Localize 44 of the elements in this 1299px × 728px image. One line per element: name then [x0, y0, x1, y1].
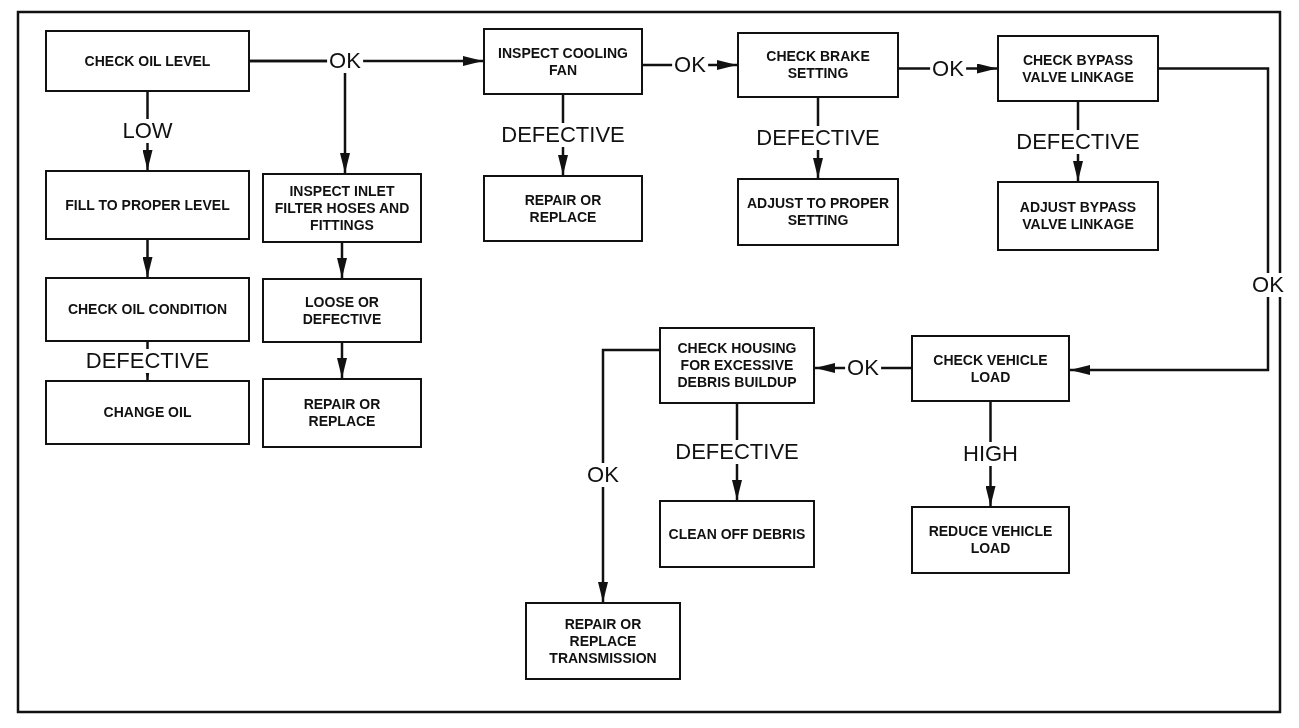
- process-box: [997, 181, 1159, 251]
- arrow: [337, 243, 347, 278]
- arrow: [598, 348, 659, 602]
- step-text: LOOSE OR DEFECTIVE: [301, 293, 383, 328]
- process-box: [911, 335, 1070, 402]
- step-text: CHECK HOUSING FOR EXCESSIVE DEBRIS BUILDUP: [676, 340, 798, 391]
- process-box: [45, 380, 250, 445]
- edge-label: OK: [585, 463, 621, 487]
- process-box: [45, 30, 250, 92]
- arrow: [337, 343, 347, 378]
- process-box: [659, 327, 815, 404]
- process-box: [45, 170, 250, 240]
- edge-label: HIGH: [961, 442, 1020, 466]
- process-box: [659, 500, 815, 568]
- step-text: INSPECT INLET FILTER HOSES AND FITTINGS: [273, 182, 411, 234]
- step-text: CHECK OIL LEVEL: [84, 52, 211, 70]
- process-box: [262, 173, 422, 243]
- step-text: CHECK OIL CONDITION: [67, 301, 228, 318]
- process-box: [997, 35, 1159, 102]
- process-box: [262, 378, 422, 448]
- step-text: CHECK VEHICLE LOAD: [932, 351, 1049, 386]
- process-box: [737, 32, 899, 98]
- step-text: CHECK BYPASS VALVE LINKAGE: [1021, 51, 1135, 86]
- process-box: [525, 602, 681, 680]
- step-text: CHANGE OIL: [103, 404, 192, 421]
- edge-label: OK: [1250, 273, 1286, 297]
- step-text: INSPECT COOLING FAN: [497, 44, 629, 79]
- step-text: CHECK BRAKE SETTING: [765, 48, 871, 82]
- arrow: [1070, 67, 1270, 375]
- process-box: [483, 175, 643, 242]
- process-box: [911, 506, 1070, 574]
- step-text: CLEAN OFF DEBRIS: [668, 525, 806, 543]
- step-text: FILL TO PROPER LEVEL: [65, 196, 230, 214]
- step-text: REPAIR OR REPLACE: [523, 191, 603, 226]
- step-text: REDUCE VEHICLE LOAD: [927, 523, 1054, 557]
- step-text: REPAIR OR REPLACE: [302, 396, 382, 430]
- process-box: [262, 278, 422, 343]
- step-text: ADJUST BYPASS VALVE LINKAGE: [1018, 199, 1138, 233]
- step-text: REPAIR OR REPLACE TRANSMISSION: [548, 615, 658, 667]
- step-text: ADJUST TO PROPER SETTING: [745, 195, 891, 229]
- process-box: [483, 28, 643, 95]
- process-box: [737, 178, 899, 246]
- process-box: [45, 277, 250, 342]
- arrow: [142, 240, 153, 277]
